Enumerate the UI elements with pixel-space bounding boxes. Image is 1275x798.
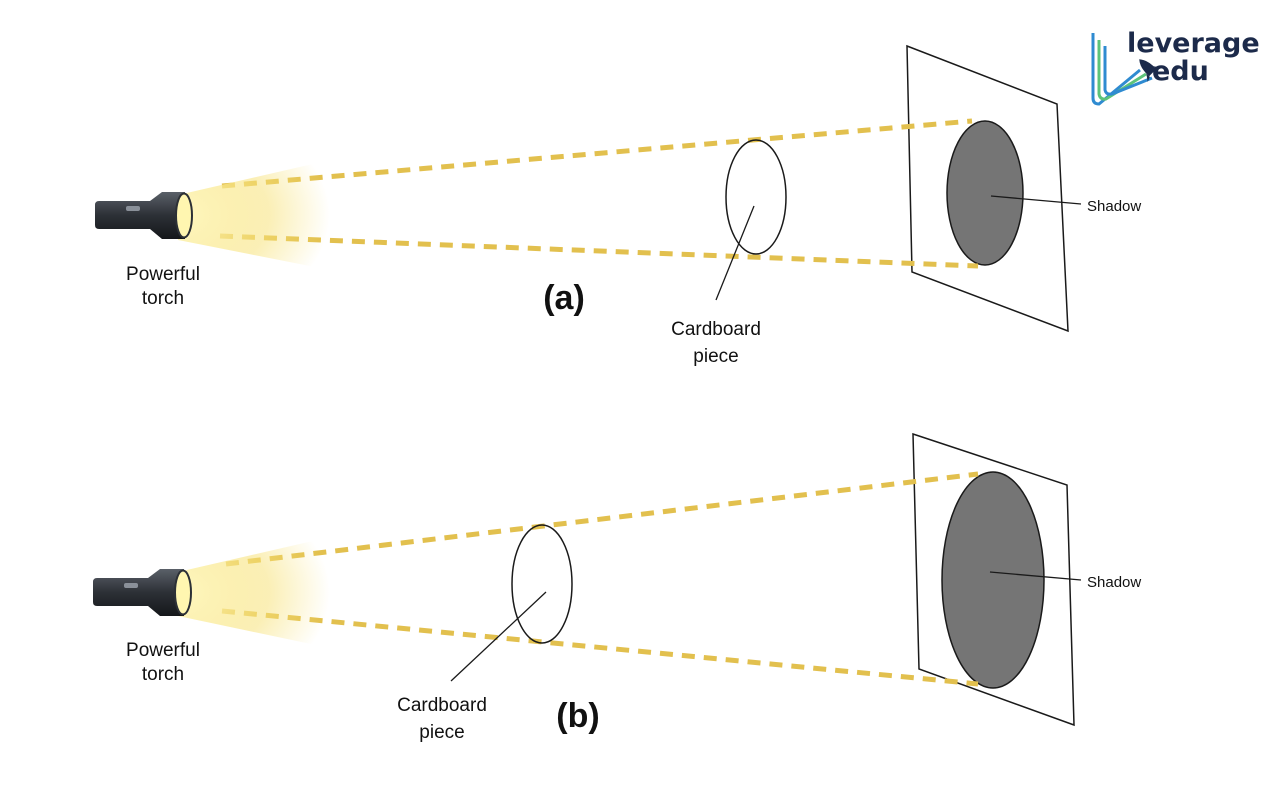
ray-bottom-a (219, 233, 979, 269)
cardboard-label-line1-a: Cardboard (671, 319, 761, 340)
panel-tag-a: (a) (543, 279, 585, 317)
cardboard-label-line2-b: piece (419, 722, 464, 743)
torch-label-line1-b: Powerful (126, 640, 200, 661)
leader-cardboard-b (450, 591, 547, 682)
ray-top-b (225, 471, 979, 567)
torch-label-line2-a: torch (142, 288, 184, 309)
flashlight-icon (93, 537, 330, 648)
shadow-a (946, 120, 1024, 266)
ray-top-a (221, 118, 973, 189)
logo-line1: leverage (1127, 28, 1260, 59)
ray-bottom-b (221, 608, 979, 687)
cardboard-piece-b (511, 524, 573, 644)
cardboard-label-line2-a: piece (693, 346, 738, 367)
flashlight-icon (95, 160, 330, 270)
torch-label-line1-a: Powerful (126, 264, 200, 285)
leader-cardboard-a (715, 205, 755, 301)
leverage-edu-logo: leverage edu (1091, 28, 1260, 106)
shadow-label-a: Shadow (1087, 198, 1141, 215)
logo-line2: edu (1152, 56, 1209, 87)
cardboard-label-line1-b: Cardboard (397, 695, 487, 716)
shadow-label-b: Shadow (1087, 574, 1141, 591)
panel-tag-b: (b) (556, 697, 599, 735)
leader-shadow-b (989, 571, 1082, 581)
leader-shadow-a (990, 195, 1082, 205)
rocket-icon (1139, 59, 1162, 82)
torch-label-line2-b: torch (142, 664, 184, 685)
shadow-b (941, 471, 1045, 689)
panel-b: Powerful torch Cardboard piece Shadow (b… (93, 432, 1141, 743)
logo-mark (1091, 33, 1153, 106)
cardboard-piece-a (725, 139, 787, 255)
panel-a: Powerful torch Cardboard piece Shadow (a… (95, 44, 1141, 367)
